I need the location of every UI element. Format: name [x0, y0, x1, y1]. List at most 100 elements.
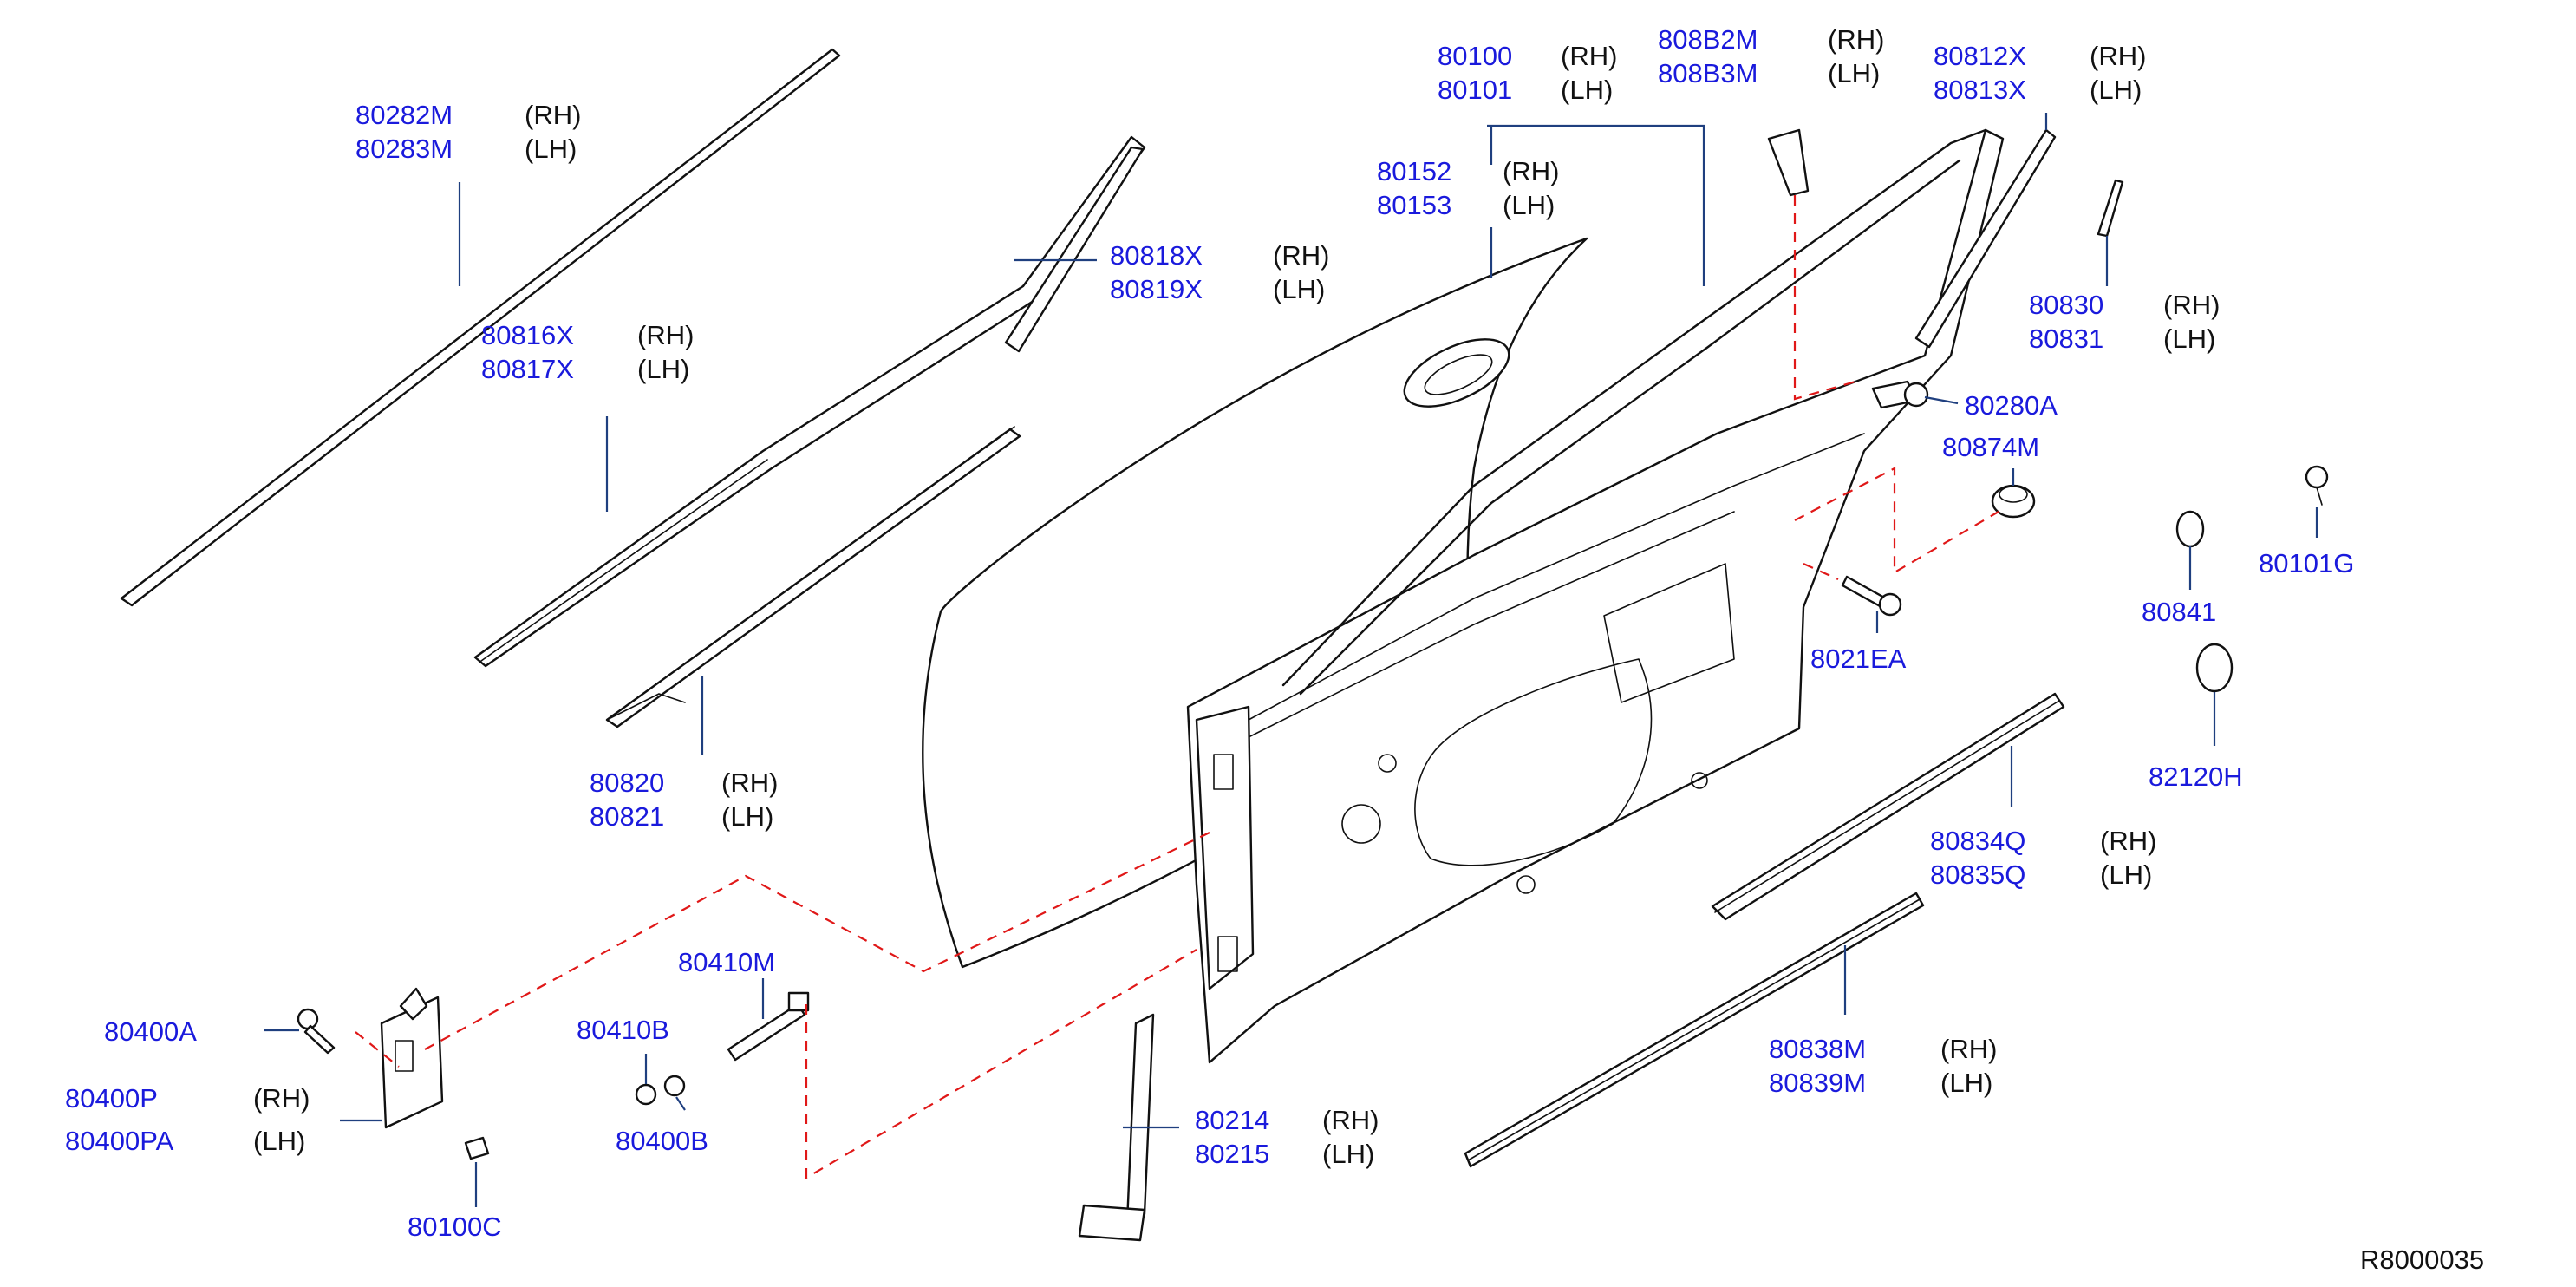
callout-check-link: 80410M: [678, 947, 775, 977]
moulding-roof-outer-drawing: [120, 48, 841, 607]
part-number: 80410M: [678, 947, 775, 977]
side-label: (RH): [2163, 290, 2220, 320]
callout-seal-lower: 80838M 80839M (RH) (LH): [1769, 1034, 1997, 1098]
part-number: 80400A: [104, 1016, 197, 1047]
callout-finisher-sash-rear: 80812X 80813X (RH) (LH): [1934, 41, 2146, 105]
part-number: 82120H: [2149, 761, 2243, 792]
callout-plug-grommet: 80874M: [1942, 432, 2039, 462]
part-number: 80100: [1438, 41, 1512, 71]
part-number: 80400PA: [65, 1126, 174, 1156]
part-number: 808B3M: [1658, 58, 1758, 88]
sealing-front-edge-drawing: [1078, 1013, 1155, 1242]
side-label: (RH): [721, 768, 778, 798]
side-label: (RH): [1503, 156, 1559, 186]
clip-drawing: [1871, 380, 1929, 409]
part-number: 80834Q: [1930, 826, 2025, 856]
assembly-dashed-lines: [355, 195, 1999, 1179]
side-label: (RH): [1322, 1105, 1379, 1135]
side-label: (LH): [525, 134, 577, 164]
side-label: (LH): [253, 1126, 305, 1156]
part-number: 80282M: [355, 100, 453, 130]
part-number: 8021EA: [1810, 644, 1907, 674]
diagram-reference-code: R8000035: [2360, 1245, 2484, 1275]
part-number: 80280A: [1965, 390, 2058, 421]
part-number: 80101G: [2259, 548, 2354, 578]
finisher-sash-rear-drawing: [1914, 128, 2057, 349]
door-assembly-drawing: [1186, 128, 2005, 1064]
side-label: (RH): [525, 100, 581, 130]
screw-striker-drawing: [1841, 575, 1902, 617]
side-label: (RH): [1273, 240, 1329, 271]
side-label: (LH): [2163, 323, 2215, 354]
callout-moulding-roof-outer: 80282M 80283M (RH) (LH): [355, 100, 581, 164]
door-outer-panel-drawing: [922, 237, 1588, 969]
side-label: (LH): [1273, 274, 1325, 304]
side-label: (RH): [2090, 41, 2146, 71]
side-label: (LH): [2100, 859, 2152, 890]
part-number: 80214: [1195, 1105, 1269, 1135]
part-number: 80816X: [481, 320, 574, 350]
part-number: 80152: [1377, 156, 1451, 186]
side-label: (LH): [1322, 1139, 1374, 1169]
part-number: 80821: [590, 801, 664, 832]
part-number: 80831: [2029, 323, 2103, 354]
hinge-assembly-drawing: [380, 987, 444, 1129]
callout-weatherstrip-inner: 80834Q 80835Q (RH) (LH): [1930, 826, 2156, 890]
callout-hinge-bolt: 80400A: [104, 1016, 197, 1047]
part-number: 80400P: [65, 1083, 158, 1114]
weatherstrip-inner-drawing: [1711, 692, 2065, 921]
cover-mirror-corner-drawing: [1767, 128, 1810, 197]
part-number: 80153: [1377, 190, 1451, 220]
part-number: 80838M: [1769, 1034, 1866, 1064]
callout-sealing-front-edge: 80214 80215 (RH) (LH): [1195, 1105, 1379, 1169]
check-link-drawing: [727, 991, 810, 1062]
part-number: 80813X: [1934, 75, 2026, 105]
part-number: 80818X: [1110, 240, 1203, 271]
side-label: (LH): [1828, 58, 1880, 88]
hinge-bolt-drawing: [297, 1008, 336, 1055]
callout-plug-hole: 82120H: [2149, 761, 2243, 792]
part-number: 80817X: [481, 354, 574, 384]
side-label: (RH): [253, 1083, 310, 1114]
part-number: 80820: [590, 768, 664, 798]
part-number: 80812X: [1934, 41, 2026, 71]
callout-cover-mirror-corner: 808B2M 808B3M (RH) (LH): [1658, 24, 1884, 88]
hinge-nut-drawing: [464, 1136, 490, 1160]
callout-door-outer-panel: 80152 80153 (RH) (LH): [1377, 156, 1559, 220]
callout-hinge-assembly: 80400P 80400PA (RH) (LH): [65, 1083, 310, 1156]
side-label: (LH): [2090, 75, 2142, 105]
side-label: (RH): [2100, 826, 2156, 856]
callout-weatherstrip-belt: 80820 80821 (RH) (LH): [590, 768, 778, 832]
callout-bolt-check-body: 80400B: [616, 1126, 708, 1156]
part-number: 808B2M: [1658, 24, 1758, 55]
moulding-sash-outer-drawing: [473, 135, 1146, 668]
callout-moulding-sash-outer: 80816X 80817X (RH) (LH): [481, 320, 694, 384]
part-number: 80835Q: [1930, 859, 2025, 890]
side-label: (LH): [721, 801, 773, 832]
weatherstrip-belt-drawing: [605, 426, 1021, 728]
callout-hinge-nut: 80100C: [408, 1212, 502, 1242]
part-number: 80101: [1438, 75, 1512, 105]
callout-seal-sash-rear: 80830 80831 (RH) (LH): [2029, 290, 2220, 354]
callout-door-assembly: 80100 80101 (RH) (LH): [1438, 41, 1617, 105]
callout-cap-seal: 80841: [2142, 597, 2216, 627]
side-label: (RH): [1940, 1034, 1997, 1064]
plug-grommet-drawing: [1991, 484, 2036, 519]
side-label: (LH): [637, 354, 689, 384]
callout-clip: 80280A: [1965, 390, 2058, 421]
part-number: 80410B: [577, 1015, 669, 1045]
callout-screw-striker: 8021EA: [1810, 644, 1907, 674]
part-number: 80830: [2029, 290, 2103, 320]
side-label: (RH): [637, 320, 694, 350]
callout-bolt-mirror: 80101G: [2259, 548, 2354, 578]
part-number: 80874M: [1942, 432, 2039, 462]
seal-sash-rear-drawing: [2097, 179, 2124, 238]
part-number: 80100C: [408, 1212, 502, 1242]
seal-lower-drawing: [1464, 892, 1925, 1168]
finisher-sash-front-drawing: [1004, 146, 1145, 353]
part-number: 80215: [1195, 1139, 1269, 1169]
cap-seal-drawing: [2175, 510, 2205, 548]
side-label: (LH): [1561, 75, 1613, 105]
part-number: 80400B: [616, 1126, 708, 1156]
